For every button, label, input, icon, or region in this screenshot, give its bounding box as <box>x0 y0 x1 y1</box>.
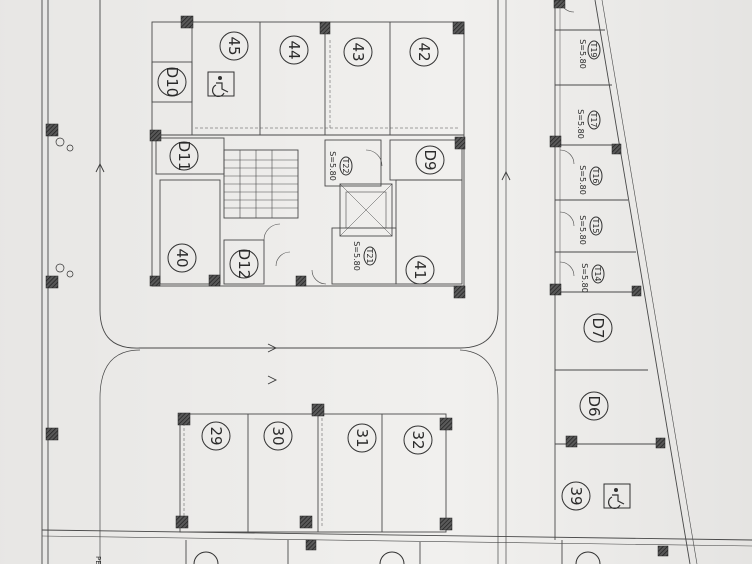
svg-text:T21: T21 <box>365 247 374 263</box>
svg-text:29: 29 <box>207 426 225 445</box>
svg-text:T16: T16 <box>591 167 600 183</box>
svg-text:S=5.80: S=5.80 <box>578 39 587 69</box>
svg-text:44: 44 <box>285 40 303 59</box>
svg-text:T19: T19 <box>589 41 598 57</box>
svg-text:S=5.80: S=5.80 <box>352 241 361 271</box>
svg-text:T14: T14 <box>593 265 602 281</box>
svg-text:D6: D6 <box>585 395 603 416</box>
svg-text:42: 42 <box>415 42 433 61</box>
svg-text:45: 45 <box>225 36 243 55</box>
svg-text:40: 40 <box>173 248 191 267</box>
svg-text:T22: T22 <box>341 157 350 173</box>
svg-text:D7: D7 <box>589 317 607 338</box>
svg-text:S=5.80: S=5.80 <box>578 165 587 195</box>
svg-text:S=5.80: S=5.80 <box>580 263 589 293</box>
svg-text:D12: D12 <box>235 249 253 280</box>
svg-text:D9: D9 <box>421 149 439 170</box>
svg-text:41: 41 <box>411 260 429 279</box>
svg-text:S=5.80: S=5.80 <box>328 151 337 181</box>
svg-text:T17: T17 <box>589 111 598 127</box>
svg-text:30: 30 <box>269 426 287 445</box>
svg-text:43: 43 <box>349 42 367 61</box>
svg-text:T15: T15 <box>591 217 600 233</box>
svg-text:S=5.80: S=5.80 <box>578 215 587 245</box>
svg-text:D10: D10 <box>163 67 181 98</box>
svg-text:D11: D11 <box>175 141 193 172</box>
svg-text:32: 32 <box>409 430 427 449</box>
svg-text:31: 31 <box>353 428 371 447</box>
svg-text:39: 39 <box>567 486 585 505</box>
edge-label: PE <box>94 556 102 564</box>
svg-text:S=5.80: S=5.80 <box>576 109 585 139</box>
